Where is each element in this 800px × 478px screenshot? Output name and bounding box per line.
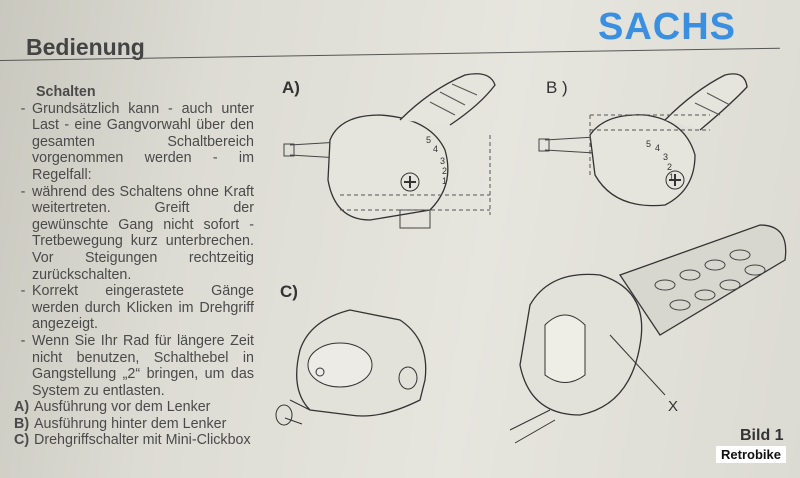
gear-number: 1 [442, 176, 447, 186]
instructions-text: Schalten -Grundsätzlich kann - auch unte… [14, 84, 254, 449]
twist-grip-illustration [509, 224, 787, 444]
sachs-logo: SACHS [598, 6, 737, 48]
gear-number: 1 [669, 172, 674, 182]
gear-number: 3 [663, 152, 668, 162]
bullet: -Korrekt eingerastete Gänge werden durch… [20, 283, 254, 333]
page-title: Bedienung [26, 34, 145, 60]
bullet: -Wenn Sie Ihr Rad für längere Zeit nicht… [20, 332, 254, 399]
gear-number: 4 [433, 144, 438, 154]
gear-number: 2 [442, 166, 447, 176]
gear-number: 5 [646, 139, 651, 149]
figure-a-label: A) [282, 78, 300, 97]
section-heading: Schalten [36, 84, 96, 100]
gear-number: 2 [667, 162, 672, 172]
gear-number: 4 [655, 143, 660, 153]
figure-caption: Bild 1 [740, 427, 784, 444]
caption-a: A)Ausführung vor dem Lenker [14, 399, 211, 416]
gear-number: 5 [426, 135, 431, 145]
caption-c: C)Drehgriffschalter mit Mini-Clickbox [14, 432, 251, 449]
figure-b-label: B ) [546, 78, 568, 97]
mini-clickbox-illustration [275, 309, 427, 426]
figure-c-label: C) [280, 282, 298, 301]
bullet: -Grundsätzlich kann - auch unter Last - … [20, 100, 254, 183]
watermark: Retrobike [716, 446, 786, 463]
bullet: -während des Schaltens ohne Kraft weiter… [20, 183, 254, 283]
caption-b: B)Ausführung hinter dem Lenker [14, 415, 227, 432]
pointer-x-label: X [668, 398, 679, 415]
gear-number: 3 [440, 156, 445, 166]
